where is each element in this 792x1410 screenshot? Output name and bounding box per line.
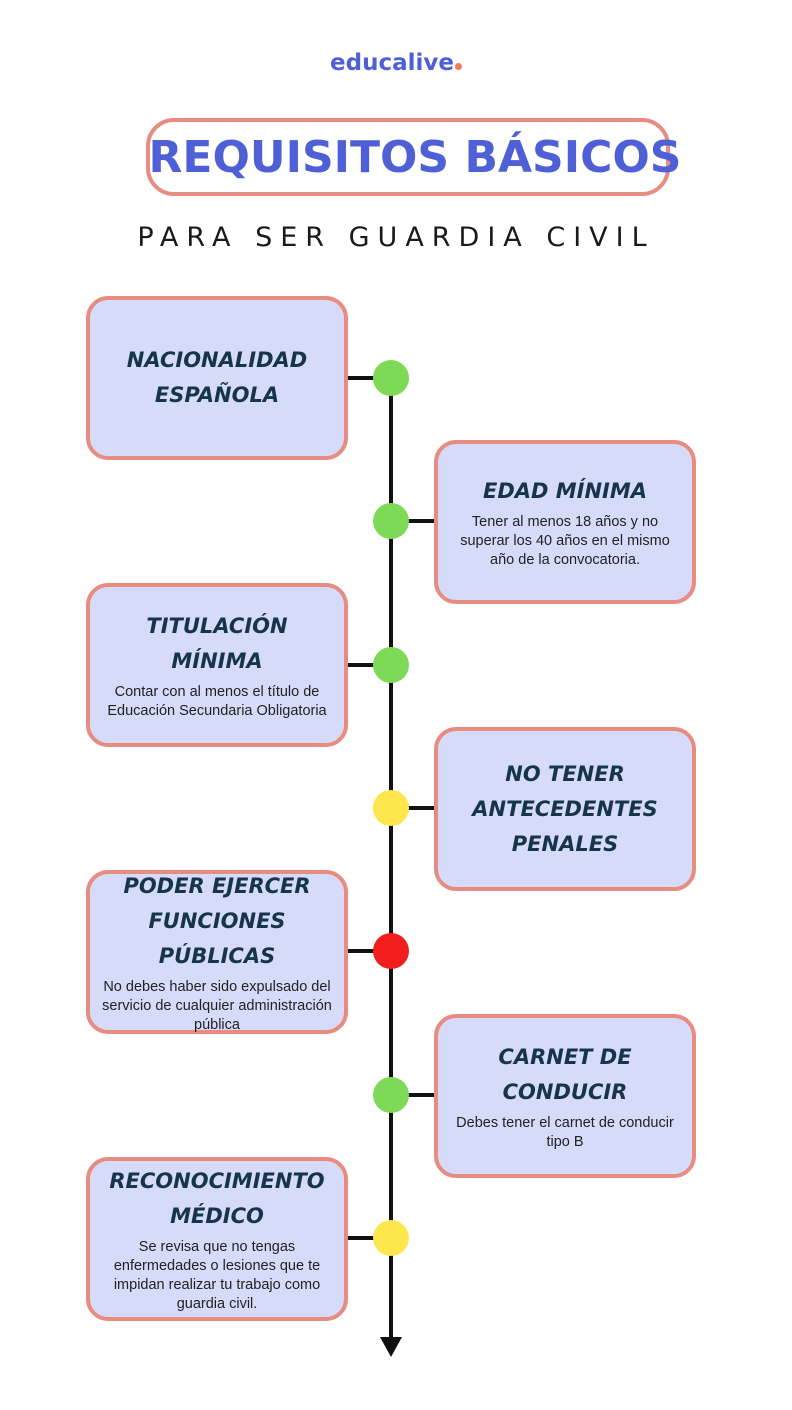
timeline-connector: [392, 519, 436, 523]
requirement-description: Tener al menos 18 años y no superar los …: [460, 514, 670, 568]
requirement-title-line: MÍNIMA: [171, 649, 263, 673]
requirement-description: Debes tener el carnet de conducir tipo B: [456, 1115, 674, 1150]
timeline-connector: [348, 949, 392, 953]
timeline-connector: [348, 1236, 392, 1240]
requirement-title: CARNET DE CONDUCIR: [498, 1040, 631, 1110]
timeline-connector: [392, 1093, 436, 1097]
requirement-card: EDAD MÍNIMA Tener al menos 18 años y no s…: [434, 440, 696, 604]
logo-dot: [454, 63, 462, 70]
requirement-card: CARNET DE CONDUCIR Debes tener el carnet d…: [434, 1014, 696, 1178]
requirement-card: NACIONALIDAD ESPAÑOLA: [86, 296, 348, 460]
requirement-title-line: EDAD MÍNIMA: [482, 479, 648, 503]
requirement-title-line: PENALES: [511, 831, 619, 856]
requirement-title-line: RECONOCIMIENTO: [109, 1169, 325, 1193]
status-dot-red: [373, 933, 409, 969]
requirement-title-line: ANTECEDENTES: [472, 796, 658, 821]
requirement-title-line: FUNCIONES PÚBLICAS: [148, 909, 286, 968]
logo-text: educalive: [330, 50, 454, 76]
page-title: REQUISITOS BÁSICOS: [148, 131, 682, 183]
brand-logo: educalive: [0, 50, 792, 76]
status-dot-yellow: [373, 1220, 409, 1256]
requirement-title-line: MÉDICO: [170, 1204, 264, 1228]
requirement-title-line: CARNET DE: [498, 1045, 632, 1069]
requirement-card: NO TENER ANTECEDENTES PENALES: [434, 727, 696, 891]
requirement-description: Contar con al menos el título de Educaci…: [107, 684, 327, 719]
requirement-title: NO TENER ANTECEDENTES PENALES: [472, 757, 657, 862]
requirement-title-line: ESPAÑOLA: [154, 383, 280, 407]
page-subtitle: PARA SER GUARDIA CIVIL: [137, 222, 655, 253]
status-dot-green: [373, 1077, 409, 1113]
timeline-line: [389, 378, 393, 1340]
timeline-arrow-icon: [380, 1337, 402, 1357]
requirement-card: RECONOCIMIENTO MÉDICO Se revisa que no ten…: [86, 1157, 348, 1321]
title-banner: REQUISITOS BÁSICOS: [146, 118, 681, 196]
status-dot-green: [373, 360, 409, 396]
status-dot-green: [373, 647, 409, 683]
requirement-card: PODER EJERCER FUNCIONES PÚBLICAS No debes …: [86, 870, 348, 1034]
status-dot-green: [373, 503, 409, 539]
timeline-connector: [348, 376, 392, 380]
status-dot-yellow: [373, 790, 409, 826]
requirement-description: No debes haber sido expulsado del servic…: [102, 979, 332, 1033]
requirement-description: Se revisa que no tengas enfermedades o l…: [113, 1239, 321, 1312]
requirement-title: PODER EJERCER FUNCIONES PÚBLICAS: [100, 869, 334, 974]
requirement-title-line: PODER EJERCER: [123, 874, 311, 898]
requirement-title: NACIONALIDAD ESPAÑOLA: [127, 343, 307, 413]
requirement-title: TITULACIÓN MÍNIMA: [146, 609, 287, 679]
requirement-title-line: NO TENER: [505, 761, 625, 786]
requirement-title: RECONOCIMIENTO MÉDICO: [109, 1164, 324, 1234]
timeline-connector: [348, 663, 392, 667]
requirement-title-line: CONDUCIR: [502, 1080, 628, 1104]
timeline-connector: [392, 806, 436, 810]
requirement-title-line: NACIONALIDAD: [126, 348, 308, 372]
requirement-title-line: TITULACIÓN: [146, 614, 288, 638]
requirement-title: EDAD MÍNIMA: [483, 474, 647, 509]
requirement-card: TITULACIÓN MÍNIMA Contar con al menos el t…: [86, 583, 348, 747]
